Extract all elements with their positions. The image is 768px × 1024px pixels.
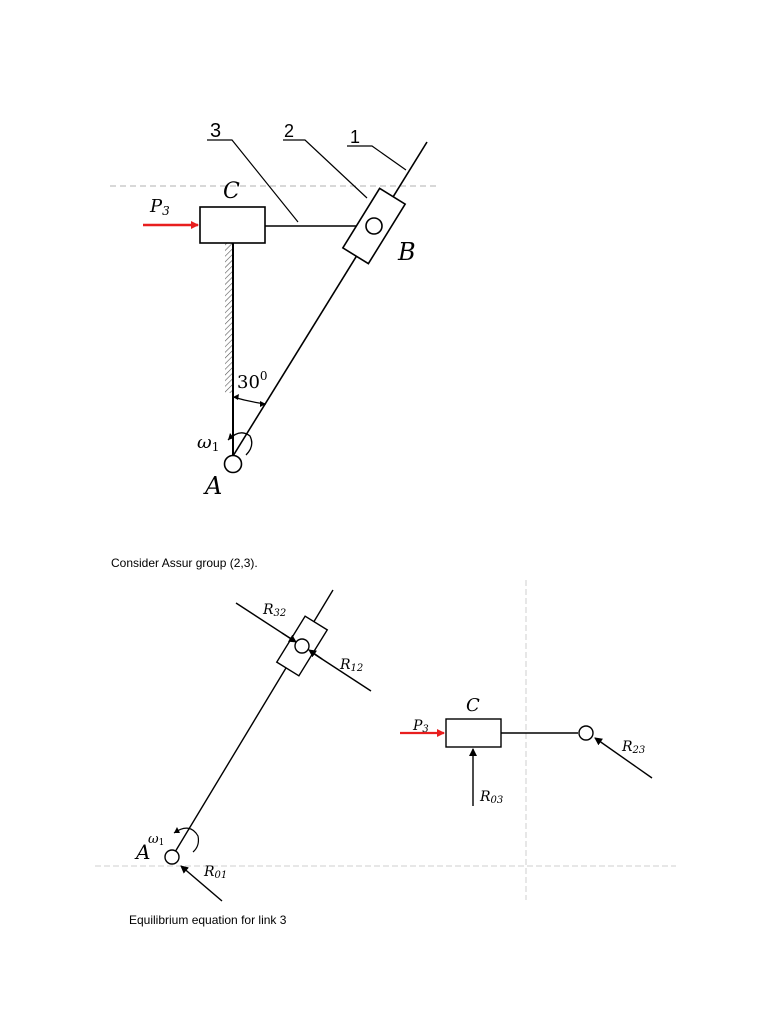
link-number-1: 1 [350, 127, 360, 147]
caption-assur-group: Consider Assur group (2,3). [111, 556, 258, 570]
leader-1 [347, 145, 407, 171]
force-r23 [594, 737, 653, 779]
omega-arc [227, 432, 253, 456]
omega-arrow [228, 433, 234, 440]
leader-3 [207, 139, 299, 223]
figure-3-link-3: C P3 R23 R03 [400, 695, 653, 806]
r01-label: R01 [203, 864, 227, 881]
figure-1-mechanism: 3 2 1 C B A P3 300 ω1 [110, 120, 436, 500]
link-1 [232, 141, 428, 457]
force-r01 [180, 865, 223, 902]
omega-label: ω1 [197, 432, 219, 454]
r03-label: R03 [479, 789, 503, 806]
caption-equilibrium: Equilibrium equation for link 3 [129, 913, 287, 927]
omega-label: ω1 [148, 832, 164, 848]
leader-2 [283, 139, 368, 199]
angle-arrow-left [233, 394, 239, 400]
r32-label: R32 [262, 602, 286, 619]
link-number-2: 2 [284, 121, 294, 141]
r12-label: R12 [339, 657, 363, 674]
slider-c [445, 718, 502, 748]
link-number-3: 3 [210, 120, 221, 142]
joint-b [365, 217, 383, 235]
joint-a [164, 849, 180, 865]
force-p3-label: P3 [412, 718, 429, 735]
angle-label: 300 [237, 369, 268, 393]
point-c-label: C [223, 179, 240, 204]
r23-label: R23 [621, 739, 645, 756]
point-a-label: A [203, 472, 222, 500]
omega-arc [173, 827, 200, 853]
force-p3-label: P3 [149, 196, 170, 218]
joint-b [578, 725, 594, 741]
omega-arrow [174, 827, 180, 833]
force-r12-arrow [308, 649, 323, 660]
joint-a [223, 454, 243, 474]
point-c-label: C [466, 695, 480, 716]
joint-b [294, 638, 310, 654]
slider-c [199, 206, 266, 244]
point-b-label: B [397, 238, 416, 266]
figure-2-assur-group: R32 R12 R01 A ω1 [95, 580, 676, 902]
wall-hatch [225, 243, 233, 393]
force-r32-arrow [281, 632, 297, 643]
angle-arrow-right [260, 401, 266, 407]
point-a-label: A [134, 840, 150, 864]
